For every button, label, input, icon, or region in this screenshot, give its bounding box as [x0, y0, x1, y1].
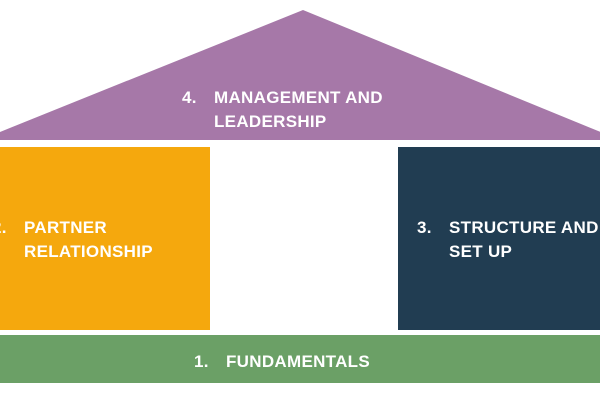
foundation-label-line-1: FUNDAMENTALS	[226, 352, 370, 371]
roof-shape	[0, 10, 600, 140]
left-pillar-label: 2. PARTNER RELATIONSHIP	[0, 216, 153, 264]
foundation-number: 1.	[194, 352, 209, 371]
roof-label-line-2: LEADERSHIP	[214, 112, 327, 131]
right-pillar-label-line-2: SET UP	[449, 242, 513, 261]
right-pillar-label: 3. STRUCTURE AND SET UP	[417, 216, 599, 264]
roof-label: 4. MANAGEMENT AND LEADERSHIP	[182, 86, 383, 134]
left-pillar-label-line-1: PARTNER	[24, 218, 108, 237]
left-pillar-shape	[0, 147, 210, 330]
left-pillar-number: 2.	[0, 218, 7, 237]
roof-number: 4.	[182, 88, 197, 107]
foundation-label: 1. FUNDAMENTALS	[194, 350, 370, 374]
right-pillar-shape	[398, 147, 600, 330]
right-pillar-number: 3.	[417, 218, 432, 237]
roof-label-line-1: MANAGEMENT AND	[214, 88, 383, 107]
left-pillar-label-line-2: RELATIONSHIP	[24, 242, 153, 261]
foundation-shape	[0, 335, 600, 383]
right-pillar-label-line-1: STRUCTURE AND	[449, 218, 599, 237]
